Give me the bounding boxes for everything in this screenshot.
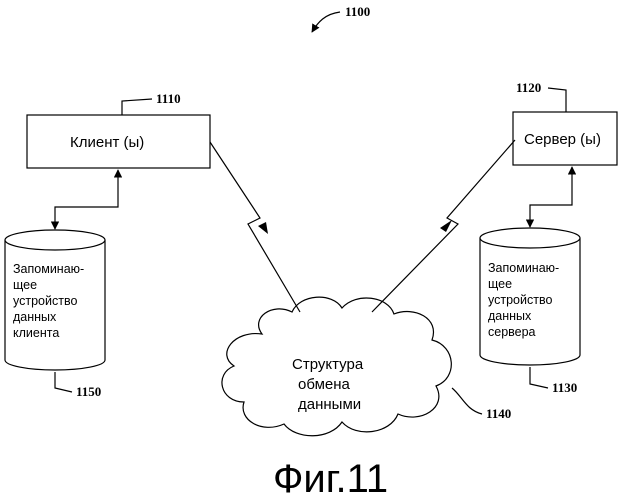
client-link-line: [210, 142, 300, 312]
server-label: Сервер (ы): [524, 131, 601, 148]
network-line-2: обмена: [298, 376, 351, 393]
client-storage-node: Запоминаю- щее устройство данных клиента…: [5, 230, 105, 399]
network-node: Структура обмена данными 1140: [222, 297, 511, 436]
server-storage-top: [480, 228, 580, 248]
server-ref-leader: [548, 88, 566, 112]
client-storage-line-1: Запоминаю-: [13, 262, 84, 276]
client-node: Клиент (ы) 1110: [27, 91, 210, 168]
server-storage-ref: 1130: [552, 380, 577, 395]
server-storage-line-3: устройство: [488, 293, 552, 307]
server-storage-line-4: данных: [488, 309, 532, 323]
server-store-connector: [530, 167, 572, 227]
server-node: Сервер (ы) 1120: [513, 80, 617, 165]
client-store-connector: [55, 170, 118, 229]
figure-caption: Фиг.11: [273, 457, 388, 500]
network-ref: 1140: [486, 406, 511, 421]
figure-ref-arrow: [312, 12, 340, 32]
client-storage-line-2: щее: [13, 278, 37, 292]
server-storage-line-1: Запоминаю-: [488, 261, 559, 275]
client-storage-line-5: клиента: [13, 326, 59, 340]
client-storage-top: [5, 230, 105, 250]
network-line-1: Структура: [292, 356, 364, 373]
client-storage-ref: 1150: [76, 384, 101, 399]
figure-ref-group: 1100: [312, 4, 370, 32]
network-ref-leader: [452, 388, 482, 414]
client-storage-ref-leader: [55, 372, 72, 392]
client-storage-line-3: устройство: [13, 294, 77, 308]
network-line-3: данными: [298, 396, 361, 413]
server-storage-ref-leader: [530, 367, 548, 388]
server-ref: 1120: [516, 80, 541, 95]
figure-ref-label: 1100: [345, 4, 370, 19]
client-network-link: [210, 142, 300, 312]
server-storage-node: Запоминаю- щее устройство данных сервера…: [480, 228, 580, 395]
client-label: Клиент (ы): [70, 134, 144, 151]
client-storage-line-4: данных: [13, 310, 57, 324]
client-ref-leader: [122, 99, 152, 115]
server-store-arrow: [530, 167, 572, 227]
client-link-bolt: [258, 222, 268, 234]
server-storage-line-5: сервера: [488, 325, 536, 339]
server-link-bolt: [440, 220, 452, 232]
client-store-arrow: [55, 170, 118, 229]
client-ref: 1110: [156, 91, 181, 106]
server-storage-line-2: щее: [488, 277, 512, 291]
